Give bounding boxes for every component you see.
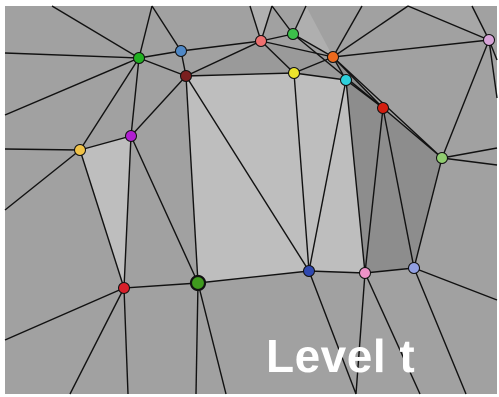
vertex-purple [125, 130, 137, 142]
mesh-edge [195, 282, 199, 395]
mesh-edge [441, 147, 498, 159]
mesh-edge [185, 75, 199, 284]
mesh-edge [308, 270, 357, 395]
vertex-violet-corner [483, 34, 495, 46]
mesh-face [250, 6, 272, 41]
mesh-edge [180, 40, 262, 52]
mesh-edge [138, 50, 182, 59]
vertex-orange [327, 51, 339, 63]
vertex-red-right [377, 102, 389, 114]
mesh-edge [4, 149, 81, 211]
mesh-edge [151, 5, 182, 52]
mesh-edge [364, 267, 415, 274]
mesh-edge [345, 79, 366, 274]
vertex-yellow-left [74, 144, 86, 156]
mesh-edge [382, 107, 415, 269]
mesh-edge [332, 5, 409, 58]
mesh-edge [79, 135, 132, 151]
mesh-edge [293, 72, 310, 272]
mesh-edge [123, 135, 132, 289]
mesh-edge [123, 282, 199, 289]
mesh-edge [197, 270, 310, 284]
level-label: Level t [266, 330, 416, 382]
mesh-edge [4, 287, 125, 341]
mesh-edge [364, 107, 384, 274]
mesh-edge [293, 72, 347, 81]
mesh-face [383, 108, 442, 268]
mesh-face [261, 41, 333, 73]
mesh-edge [123, 287, 129, 395]
mesh-edge [441, 39, 490, 159]
mesh-edge [260, 5, 273, 42]
mesh-edge [332, 5, 363, 58]
vertex-lime-right [436, 152, 448, 164]
mesh-face [293, 6, 333, 57]
mesh-edge [413, 267, 467, 395]
mesh-edge [4, 57, 140, 116]
mesh-edge [249, 5, 262, 42]
mesh-edge [130, 57, 140, 137]
vertex-lavender [408, 262, 420, 274]
vertex-red-low [118, 282, 130, 294]
mesh-edge [471, 5, 490, 41]
mesh-edge [441, 157, 498, 166]
mesh-edge [308, 79, 347, 272]
vertex-blue-top [175, 45, 187, 57]
mesh-edge [79, 149, 125, 289]
mesh-edge [4, 148, 81, 151]
mesh-edge [185, 75, 310, 272]
mesh-edge [293, 56, 334, 74]
vertex-navy [303, 265, 315, 277]
mesh-edge [185, 40, 262, 77]
mesh-edge [407, 5, 490, 41]
vertex-maroon [180, 70, 192, 82]
vertex-green-top [133, 52, 145, 64]
mesh-edge [260, 40, 334, 58]
mesh-face [365, 108, 414, 273]
mesh-edge [130, 75, 187, 137]
mesh-edge [355, 272, 366, 395]
vertex-green-big [189, 274, 207, 292]
mesh-edge [292, 33, 334, 58]
mesh-edge [260, 40, 295, 74]
mesh-edge [51, 5, 140, 59]
mesh-face [294, 73, 365, 273]
mesh-face [186, 41, 294, 76]
mesh-edge [413, 157, 443, 269]
mesh-edge [138, 57, 187, 77]
vertex-salmon [255, 35, 267, 47]
mesh-face [346, 80, 383, 273]
mesh-edge [130, 135, 199, 284]
mesh-edge [69, 287, 125, 395]
mesh-edge [292, 33, 384, 109]
mesh-edge [4, 52, 140, 59]
mesh-edge [332, 39, 490, 58]
mesh-edge [197, 282, 227, 395]
mesh-face [80, 136, 131, 288]
vertex-pink [359, 267, 371, 279]
vertex-yellow-mid [288, 67, 300, 79]
vertex-green-small [287, 28, 299, 40]
mesh-edge [308, 270, 366, 274]
mesh-edge [413, 267, 498, 301]
mesh-edge [79, 57, 140, 151]
mesh-edge [185, 72, 295, 77]
vertex-cyan [340, 74, 352, 86]
mesh-edge [138, 5, 153, 59]
mesh-edge [364, 272, 421, 395]
mesh-edge [488, 39, 498, 99]
